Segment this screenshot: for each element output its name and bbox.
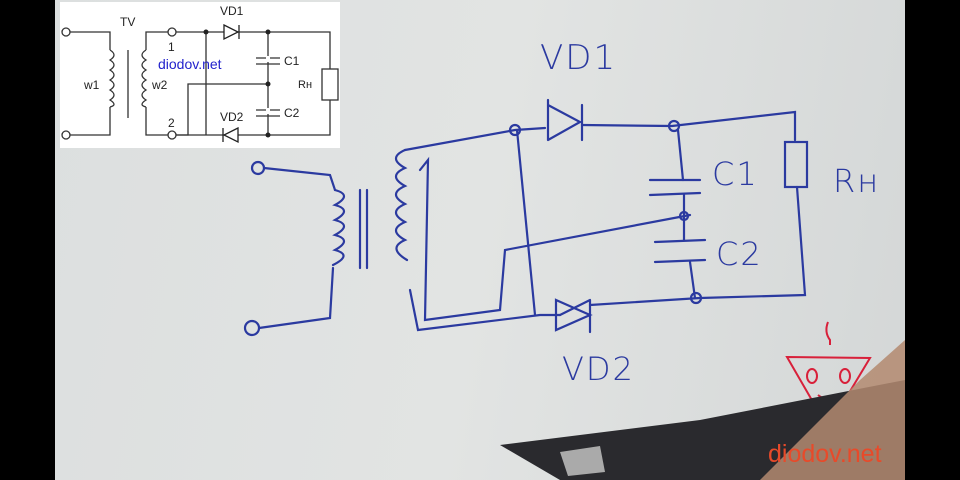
label-vd2: VD2 bbox=[220, 110, 244, 124]
primary-winding bbox=[331, 188, 346, 267]
schematic-drawing bbox=[61, 23, 339, 144]
label-vd1: VD1 bbox=[540, 38, 618, 78]
label-c2: C2 bbox=[284, 106, 300, 120]
load-resistor-symbol bbox=[783, 140, 809, 189]
label-load: Rн bbox=[833, 162, 881, 200]
pen-tip-ring bbox=[560, 446, 605, 476]
schematic-website: diodov.net bbox=[158, 56, 222, 72]
watermark-text: diodov.net bbox=[768, 440, 882, 468]
label-tv: TV bbox=[120, 15, 136, 29]
label-terminal-1: 1 bbox=[168, 40, 175, 54]
label-vd2: VD2 bbox=[562, 350, 635, 388]
secondary-winding bbox=[394, 148, 409, 262]
hand bbox=[760, 340, 905, 480]
label-load: Rн bbox=[298, 79, 313, 91]
label-terminal-2: 2 bbox=[168, 116, 175, 130]
capacitor-c2-symbol bbox=[653, 238, 707, 244]
label-w2: w2 bbox=[152, 78, 168, 92]
diode-vd2-symbol bbox=[554, 298, 593, 334]
label-vd1: VD1 bbox=[220, 4, 244, 18]
label-w1: w1 bbox=[84, 78, 100, 92]
label-c1: C1 bbox=[284, 54, 300, 68]
diode-vd1-symbol bbox=[546, 98, 584, 142]
schematic-diodes bbox=[222, 23, 240, 144]
label-c1: C1 bbox=[712, 155, 759, 193]
label-c2: C2 bbox=[716, 235, 763, 273]
reference-schematic: TV w1 w2 1 2 VD1 VD2 C1 C2 Rн diodov.net bbox=[60, 2, 340, 148]
input-terminal-bottom bbox=[243, 319, 261, 337]
input-terminal-top bbox=[250, 160, 266, 176]
